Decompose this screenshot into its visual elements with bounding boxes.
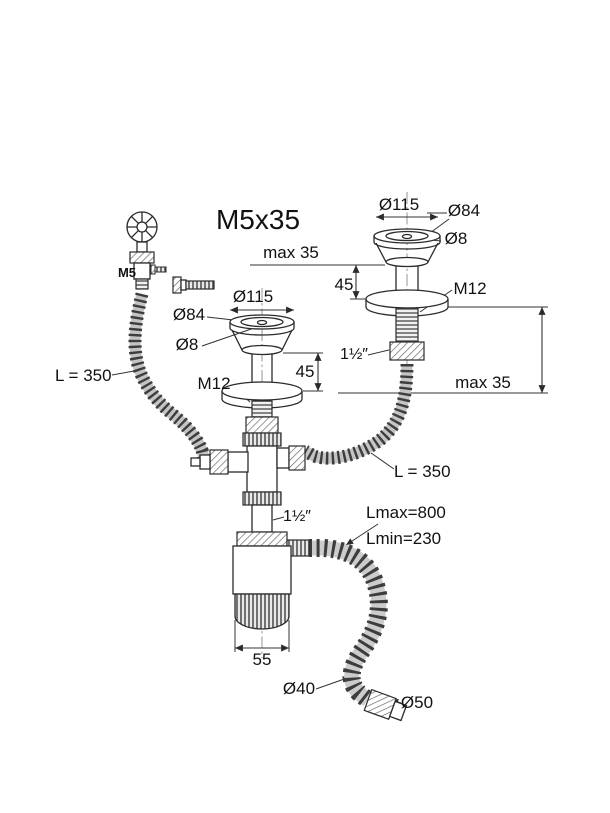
outlet-hose — [309, 539, 388, 708]
tee-left-plug — [199, 454, 211, 470]
overflow-body — [133, 262, 151, 280]
outlet-end-fitting — [363, 688, 408, 722]
overflow-assembly — [126, 211, 167, 290]
outlet-lmax-label: Lmax=800 — [366, 503, 446, 522]
right-drain-nut — [389, 341, 425, 361]
siphon-pipe-thread-label: 1½″ — [283, 508, 311, 525]
tee-body — [246, 445, 278, 493]
bottle-cup — [234, 593, 290, 630]
siphon-width55-label: 55 — [253, 650, 272, 669]
handwheel-icon — [126, 211, 158, 243]
siphon-tee — [190, 432, 306, 533]
siphon-bottle — [232, 531, 310, 630]
tee-top-collar — [242, 432, 282, 447]
right-drain-pipe-thread-label: 1½″ — [340, 346, 368, 363]
title-label: M5x35 — [216, 204, 300, 235]
tee-bottom-collar — [242, 491, 282, 506]
dimension-lines — [111, 212, 548, 706]
left-drain-m12-label: M12 — [197, 374, 230, 393]
m5-screw-icon — [150, 264, 167, 275]
right-drain-hose-length-label: L = 350 — [394, 462, 451, 481]
right-drain-dia8-label: Ø8 — [445, 229, 468, 248]
left-drain-threaded-stub — [251, 400, 273, 418]
left-drain-dia8-label: Ø8 — [176, 335, 199, 354]
left-drain-height45-label: 45 — [296, 362, 315, 381]
tee-right-port-nut — [288, 445, 306, 471]
right-drain-dia84-label: Ø84 — [448, 201, 480, 220]
left-drain-dia115-label: Ø115 — [233, 287, 273, 306]
right-drain-max35-side-label: max 35 — [455, 373, 511, 392]
overflow-hose — [128, 292, 211, 460]
outlet-dia50-label: Ø50 — [401, 693, 433, 712]
left-drain-assembly — [221, 314, 303, 434]
right-drain-dia115-label: Ø115 — [379, 195, 419, 214]
outlet-dia40-label: Ø40 — [283, 679, 315, 698]
right-drain-m12-label: M12 — [453, 279, 486, 298]
right-drain-hose — [301, 363, 414, 465]
overflow-hose-length-label: L = 350 — [55, 366, 112, 385]
right-drain-assembly — [365, 228, 449, 361]
bleed-screw — [190, 457, 201, 467]
labels: M5x35 M5 L = 350 Ø115 Ø84 Ø8 max 35 45 M… — [55, 195, 511, 712]
right-drain-threaded-stub — [395, 307, 419, 343]
left-drain-dia84-label: Ø84 — [173, 305, 205, 324]
overflow-nut — [129, 251, 155, 264]
bottle-top-nut — [236, 531, 288, 547]
right-drain-height45-label: 45 — [335, 275, 354, 294]
bottle-body — [232, 545, 292, 595]
tee-outlet-pipe — [251, 504, 273, 533]
overflow-hose-adapter — [135, 278, 149, 290]
fixing-screw-m5x35 — [172, 276, 215, 294]
left-drain-nut — [245, 416, 279, 434]
right-drain-max35-top-label: max 35 — [263, 243, 319, 262]
tee-left-port-nut — [209, 449, 229, 475]
m5-screw-label: M5 — [118, 265, 136, 280]
outlet-lmin-label: Lmin=230 — [366, 529, 441, 548]
